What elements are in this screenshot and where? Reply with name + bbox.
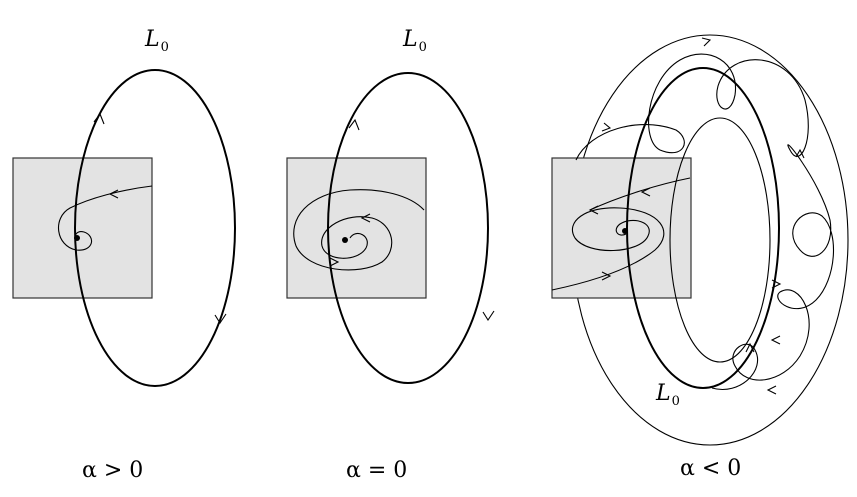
cross-section-square [12, 157, 153, 299]
spiral-trajectory [293, 189, 425, 271]
spiral-arrow-2 [329, 257, 340, 267]
orbit-arrow-up [93, 112, 105, 125]
spiral-arrow [601, 271, 612, 281]
caption-alpha-zero: α = 0 [346, 458, 407, 483]
panel-alpha-positive: L0 α > 0 [12, 27, 236, 483]
trajectory-entering [589, 177, 691, 211]
cross-section-square [551, 157, 692, 299]
orbit-L0 [74, 69, 236, 387]
winding-arrow-5 [770, 335, 781, 345]
winding-arrow-4 [771, 279, 782, 289]
spiral-trajectory [57, 185, 153, 251]
cross-section-square [286, 157, 427, 299]
equilibrium-point [342, 237, 348, 243]
spiral-trajectory [551, 207, 665, 291]
caption-alpha-positive: α > 0 [82, 458, 143, 483]
winding-arrow-7 [745, 342, 755, 353]
orbit-label: L0 [655, 381, 680, 409]
torus-inner-boundary [669, 117, 771, 363]
orbit-L0 [626, 67, 780, 389]
orbit-arrow-down [214, 313, 227, 325]
equilibrium-point [622, 228, 628, 234]
winding-arrow-3 [795, 148, 805, 159]
caption-alpha-negative: α < 0 [680, 456, 741, 481]
torus-winding-trajectory [575, 53, 835, 390]
spiral-arrow [108, 189, 119, 199]
winding-arrow-6 [766, 385, 777, 395]
spiral-arrow [360, 213, 371, 223]
orbit-arrow-down [482, 310, 495, 322]
panel-alpha-zero: L0 α = 0 [286, 27, 495, 483]
orbit-label: L0 [402, 27, 427, 55]
equilibrium-point [74, 235, 80, 241]
winding-arrow-2 [701, 37, 712, 47]
orbit-label: L0 [144, 27, 169, 55]
panel-alpha-negative: L0 α < 0 [551, 34, 849, 481]
trajectory-arrow [640, 187, 651, 197]
orbit-arrow-up [348, 118, 360, 131]
winding-arrow-1 [601, 122, 612, 132]
